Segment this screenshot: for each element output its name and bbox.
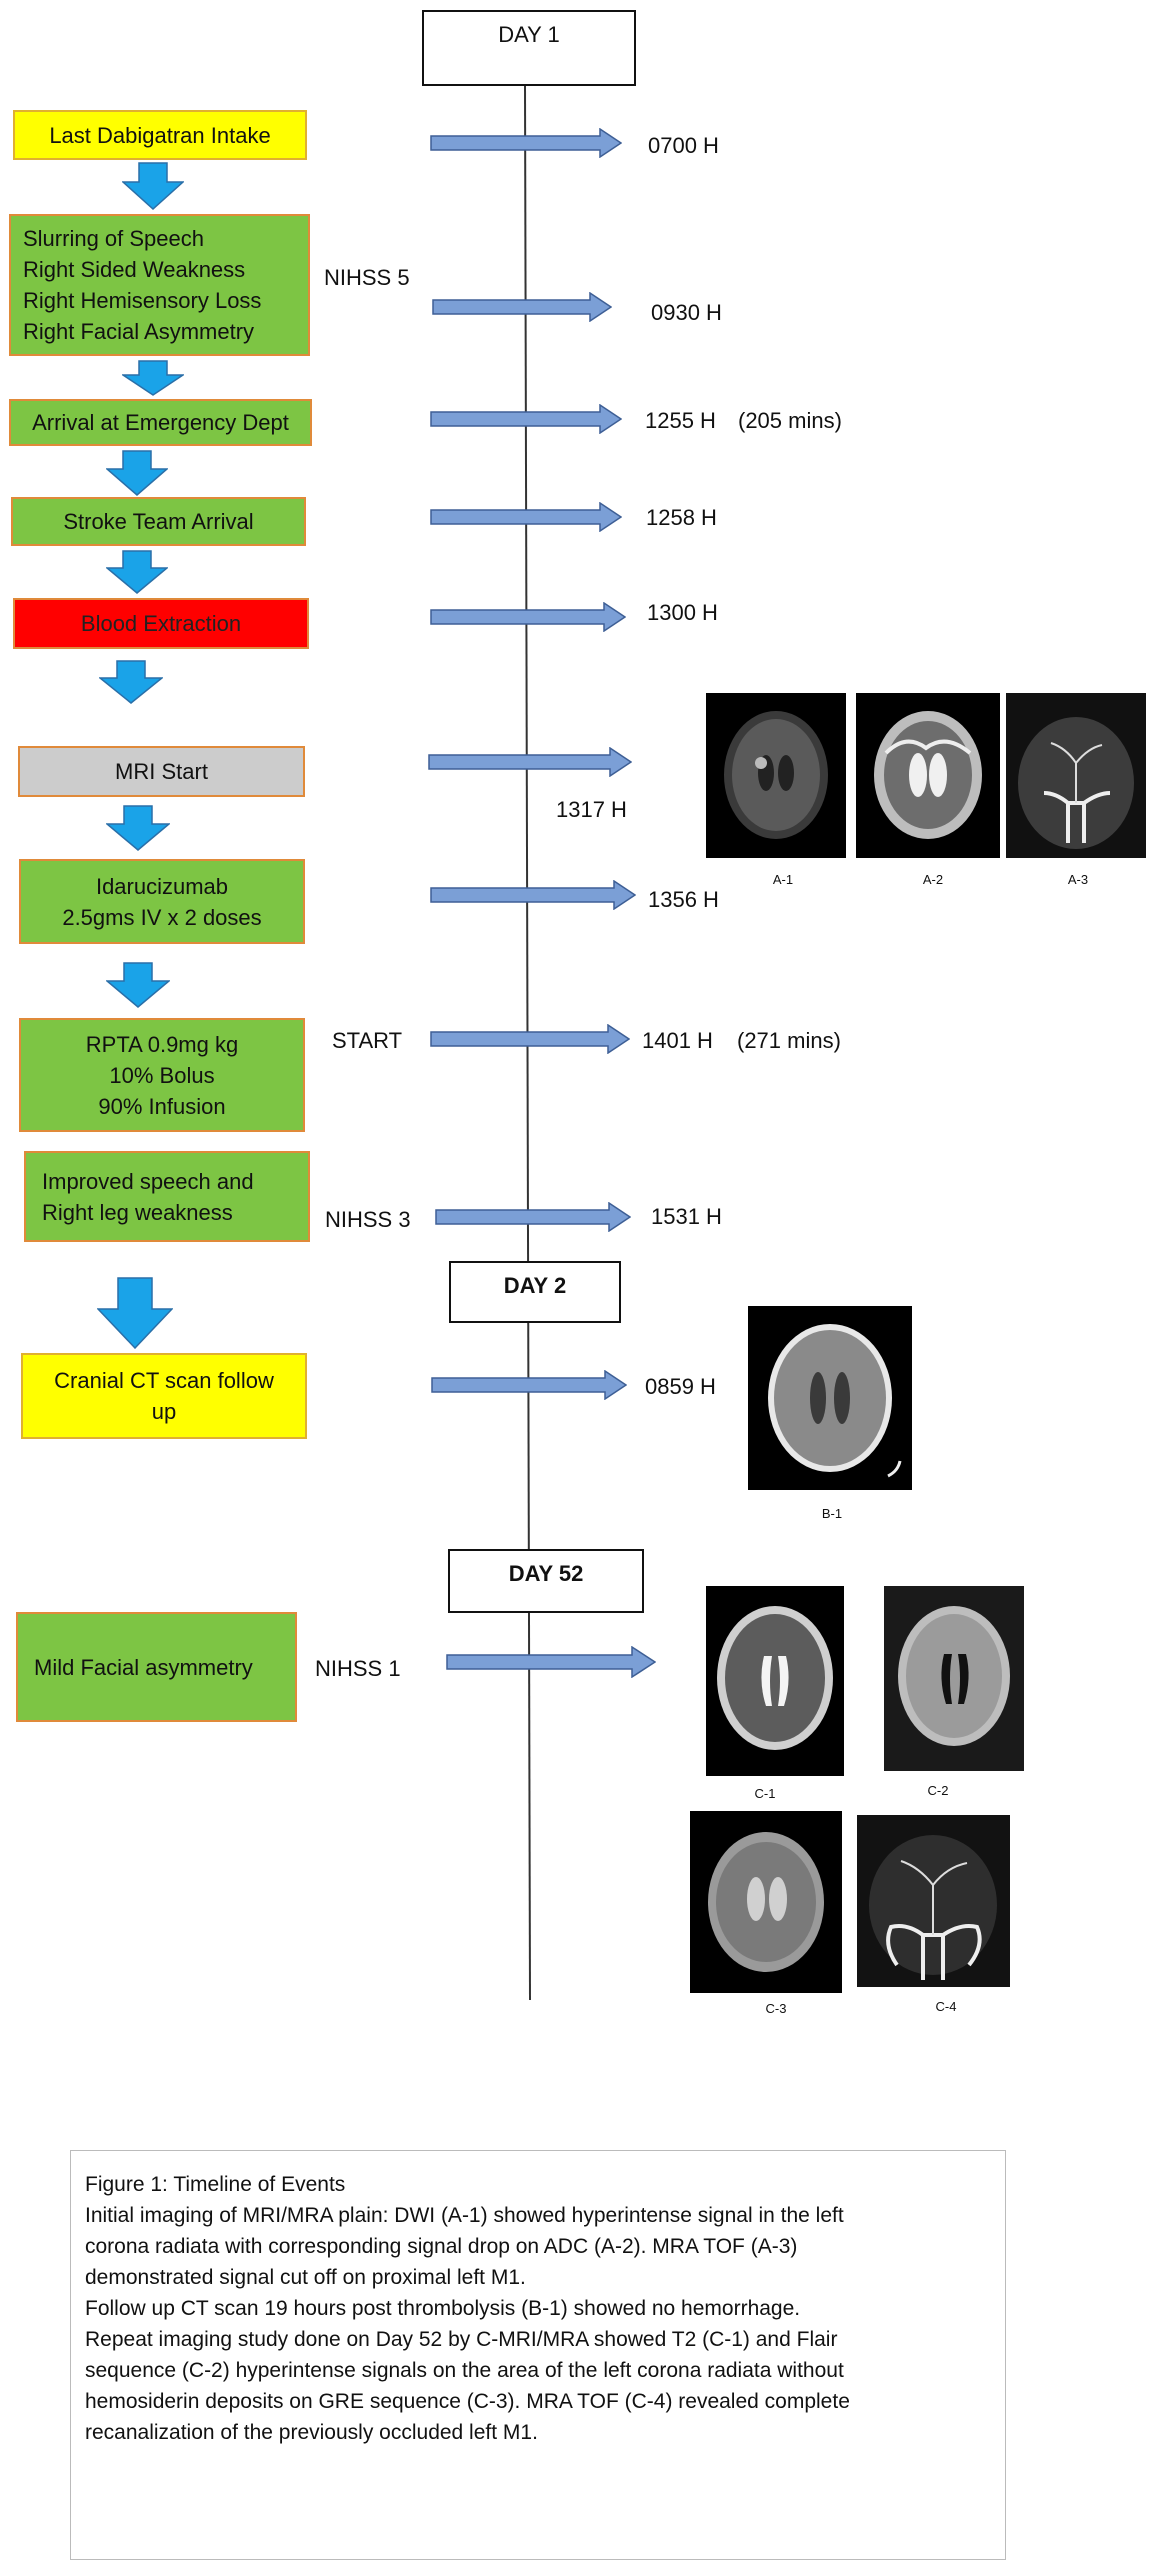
- time-label: 1317 H: [556, 797, 627, 822]
- caption-line: corona radiata with corresponding signal…: [85, 2235, 798, 2258]
- mra-tof-followup-image: [857, 1815, 1010, 1987]
- caption-line: Follow up CT scan 19 hours post thrombol…: [85, 2297, 801, 2320]
- image-caption: A-1: [772, 872, 794, 887]
- right-arrow-icon: [432, 292, 612, 322]
- caption-line: hemosiderin deposits on GRE sequence (C-…: [85, 2390, 850, 2413]
- time-label: 1356 H: [648, 887, 719, 912]
- image-caption: A-2: [922, 872, 944, 887]
- event-line: Cranial CT scan follow: [54, 1368, 274, 1393]
- event-line: 10% Bolus: [109, 1062, 215, 1088]
- event-line: Mild Facial asymmetry: [34, 1654, 253, 1680]
- event-line: RPTA 0.9mg kg: [85, 1031, 239, 1057]
- right-arrow-icon: [430, 602, 626, 632]
- event-box-improved: Improved speech and Right leg weakness: [24, 1151, 310, 1242]
- right-arrow-icon: [435, 1202, 631, 1232]
- event-line: up: [151, 1399, 177, 1424]
- event-line: 2.5gms IV x 2 doses: [62, 904, 262, 930]
- caption-line: recanalization of the previously occlude…: [85, 2421, 538, 2444]
- time-label: 1300 H: [647, 600, 718, 625]
- event-box-rpta: RPTA 0.9mg kg 10% Bolus 90% Infusion: [19, 1018, 305, 1132]
- event-line: Slurring of Speech: [23, 226, 204, 251]
- nihss-score: NIHSS 1: [315, 1656, 401, 1681]
- event-box-symptoms: Slurring of Speech Right Sided Weakness …: [9, 214, 310, 356]
- time-label: 1401 H: [642, 1028, 713, 1053]
- nihss-score: NIHSS 3: [325, 1207, 411, 1232]
- caption-line: demonstrated signal cut off on proximal …: [85, 2266, 526, 2289]
- ct-scan-image: [748, 1306, 912, 1490]
- event-line: Right Sided Weakness: [23, 257, 246, 282]
- down-arrow-icon: [106, 962, 170, 1008]
- caption-line: Figure 1: Timeline of Events: [85, 2173, 346, 2196]
- down-arrow-icon: [106, 550, 168, 594]
- day-2-label: DAY 2: [503, 1273, 567, 1298]
- image-caption: B-1: [821, 1506, 843, 1521]
- mri-dwi-image: [706, 693, 846, 858]
- caption-line: Initial imaging of MRI/MRA plain: DWI (A…: [85, 2204, 844, 2227]
- event-line: 90% Infusion: [98, 1093, 226, 1119]
- event-box-dabigatran: Last Dabigatran Intake: [13, 110, 307, 160]
- right-arrow-icon: [430, 502, 622, 532]
- image-caption: C-2: [927, 1783, 949, 1798]
- mri-t2-image: [706, 1586, 844, 1776]
- duration-label: (205 mins): [738, 408, 842, 433]
- down-arrow-icon: [122, 360, 184, 396]
- mri-flair-image: [884, 1586, 1024, 1771]
- right-arrow-icon: [430, 128, 622, 158]
- time-label: 1258 H: [646, 505, 717, 530]
- image-caption: C-1: [754, 1786, 776, 1801]
- image-caption: C-4: [935, 1999, 957, 2014]
- day-52-label: DAY 52: [508, 1561, 584, 1586]
- event-line: Idarucizumab: [95, 873, 229, 899]
- nihss-score: NIHSS 5: [324, 265, 410, 290]
- down-arrow-icon: [99, 660, 163, 704]
- event-box-idarucizumab: Idarucizumab 2.5gms IV x 2 doses: [19, 859, 305, 944]
- event-line: Improved speech and: [42, 1168, 254, 1194]
- day-1-label: DAY 1: [498, 22, 560, 47]
- time-label: 0930 H: [651, 300, 722, 325]
- day-2-box: DAY 2: [449, 1261, 621, 1323]
- down-arrow-icon: [97, 1277, 173, 1349]
- right-arrow-icon: [430, 1024, 630, 1054]
- day-52-box: DAY 52: [448, 1549, 644, 1613]
- event-box-mild-facial: Mild Facial asymmetry: [16, 1612, 297, 1722]
- start-note: START: [332, 1028, 403, 1053]
- down-arrow-icon: [106, 805, 170, 851]
- event-line: Blood Extraction: [80, 611, 242, 636]
- mri-adc-image: [856, 693, 1000, 858]
- figure-caption: Figure 1: Timeline of Events Initial ima…: [70, 2150, 1006, 2560]
- event-box-arrival-ed: Arrival at Emergency Dept: [9, 399, 312, 446]
- event-line: Right Hemisensory Loss: [23, 288, 262, 313]
- time-label: 0859 H: [645, 1374, 716, 1399]
- caption-line: Repeat imaging study done on Day 52 by C…: [85, 2328, 838, 2351]
- event-box-stroke-team: Stroke Team Arrival: [11, 497, 306, 546]
- event-line: Arrival at Emergency Dept: [32, 410, 289, 435]
- duration-label: (271 mins): [737, 1028, 841, 1053]
- time-label: 0700 H: [648, 133, 719, 158]
- time-label: 1255 H: [645, 408, 716, 433]
- right-arrow-icon: [446, 1646, 656, 1678]
- mra-tof-image: [1006, 693, 1146, 858]
- right-arrow-icon: [430, 404, 622, 434]
- event-box-blood-extraction: Blood Extraction: [13, 598, 309, 649]
- right-arrow-icon: [431, 1370, 627, 1400]
- event-line: Stroke Team Arrival: [63, 509, 254, 534]
- event-box-ct-followup: Cranial CT scan follow up: [21, 1353, 307, 1439]
- time-label: 1531 H: [651, 1204, 722, 1229]
- mri-gre-image: [690, 1811, 842, 1993]
- right-arrow-icon: [428, 747, 632, 777]
- right-arrow-icon: [430, 880, 636, 910]
- event-line: Last Dabigatran Intake: [49, 122, 271, 148]
- down-arrow-icon: [106, 450, 168, 496]
- event-line: MRI Start: [115, 759, 208, 784]
- down-arrow-icon: [122, 162, 184, 210]
- event-line: Right leg weakness: [42, 1199, 233, 1225]
- day-1-box: DAY 1: [422, 10, 636, 86]
- caption-line: sequence (C-2) hyperintense signals on t…: [85, 2359, 844, 2382]
- event-box-mri-start: MRI Start: [18, 746, 305, 797]
- event-line: Right Facial Asymmetry: [23, 319, 255, 344]
- image-caption: A-3: [1067, 872, 1089, 887]
- image-caption: C-3: [765, 2001, 787, 2016]
